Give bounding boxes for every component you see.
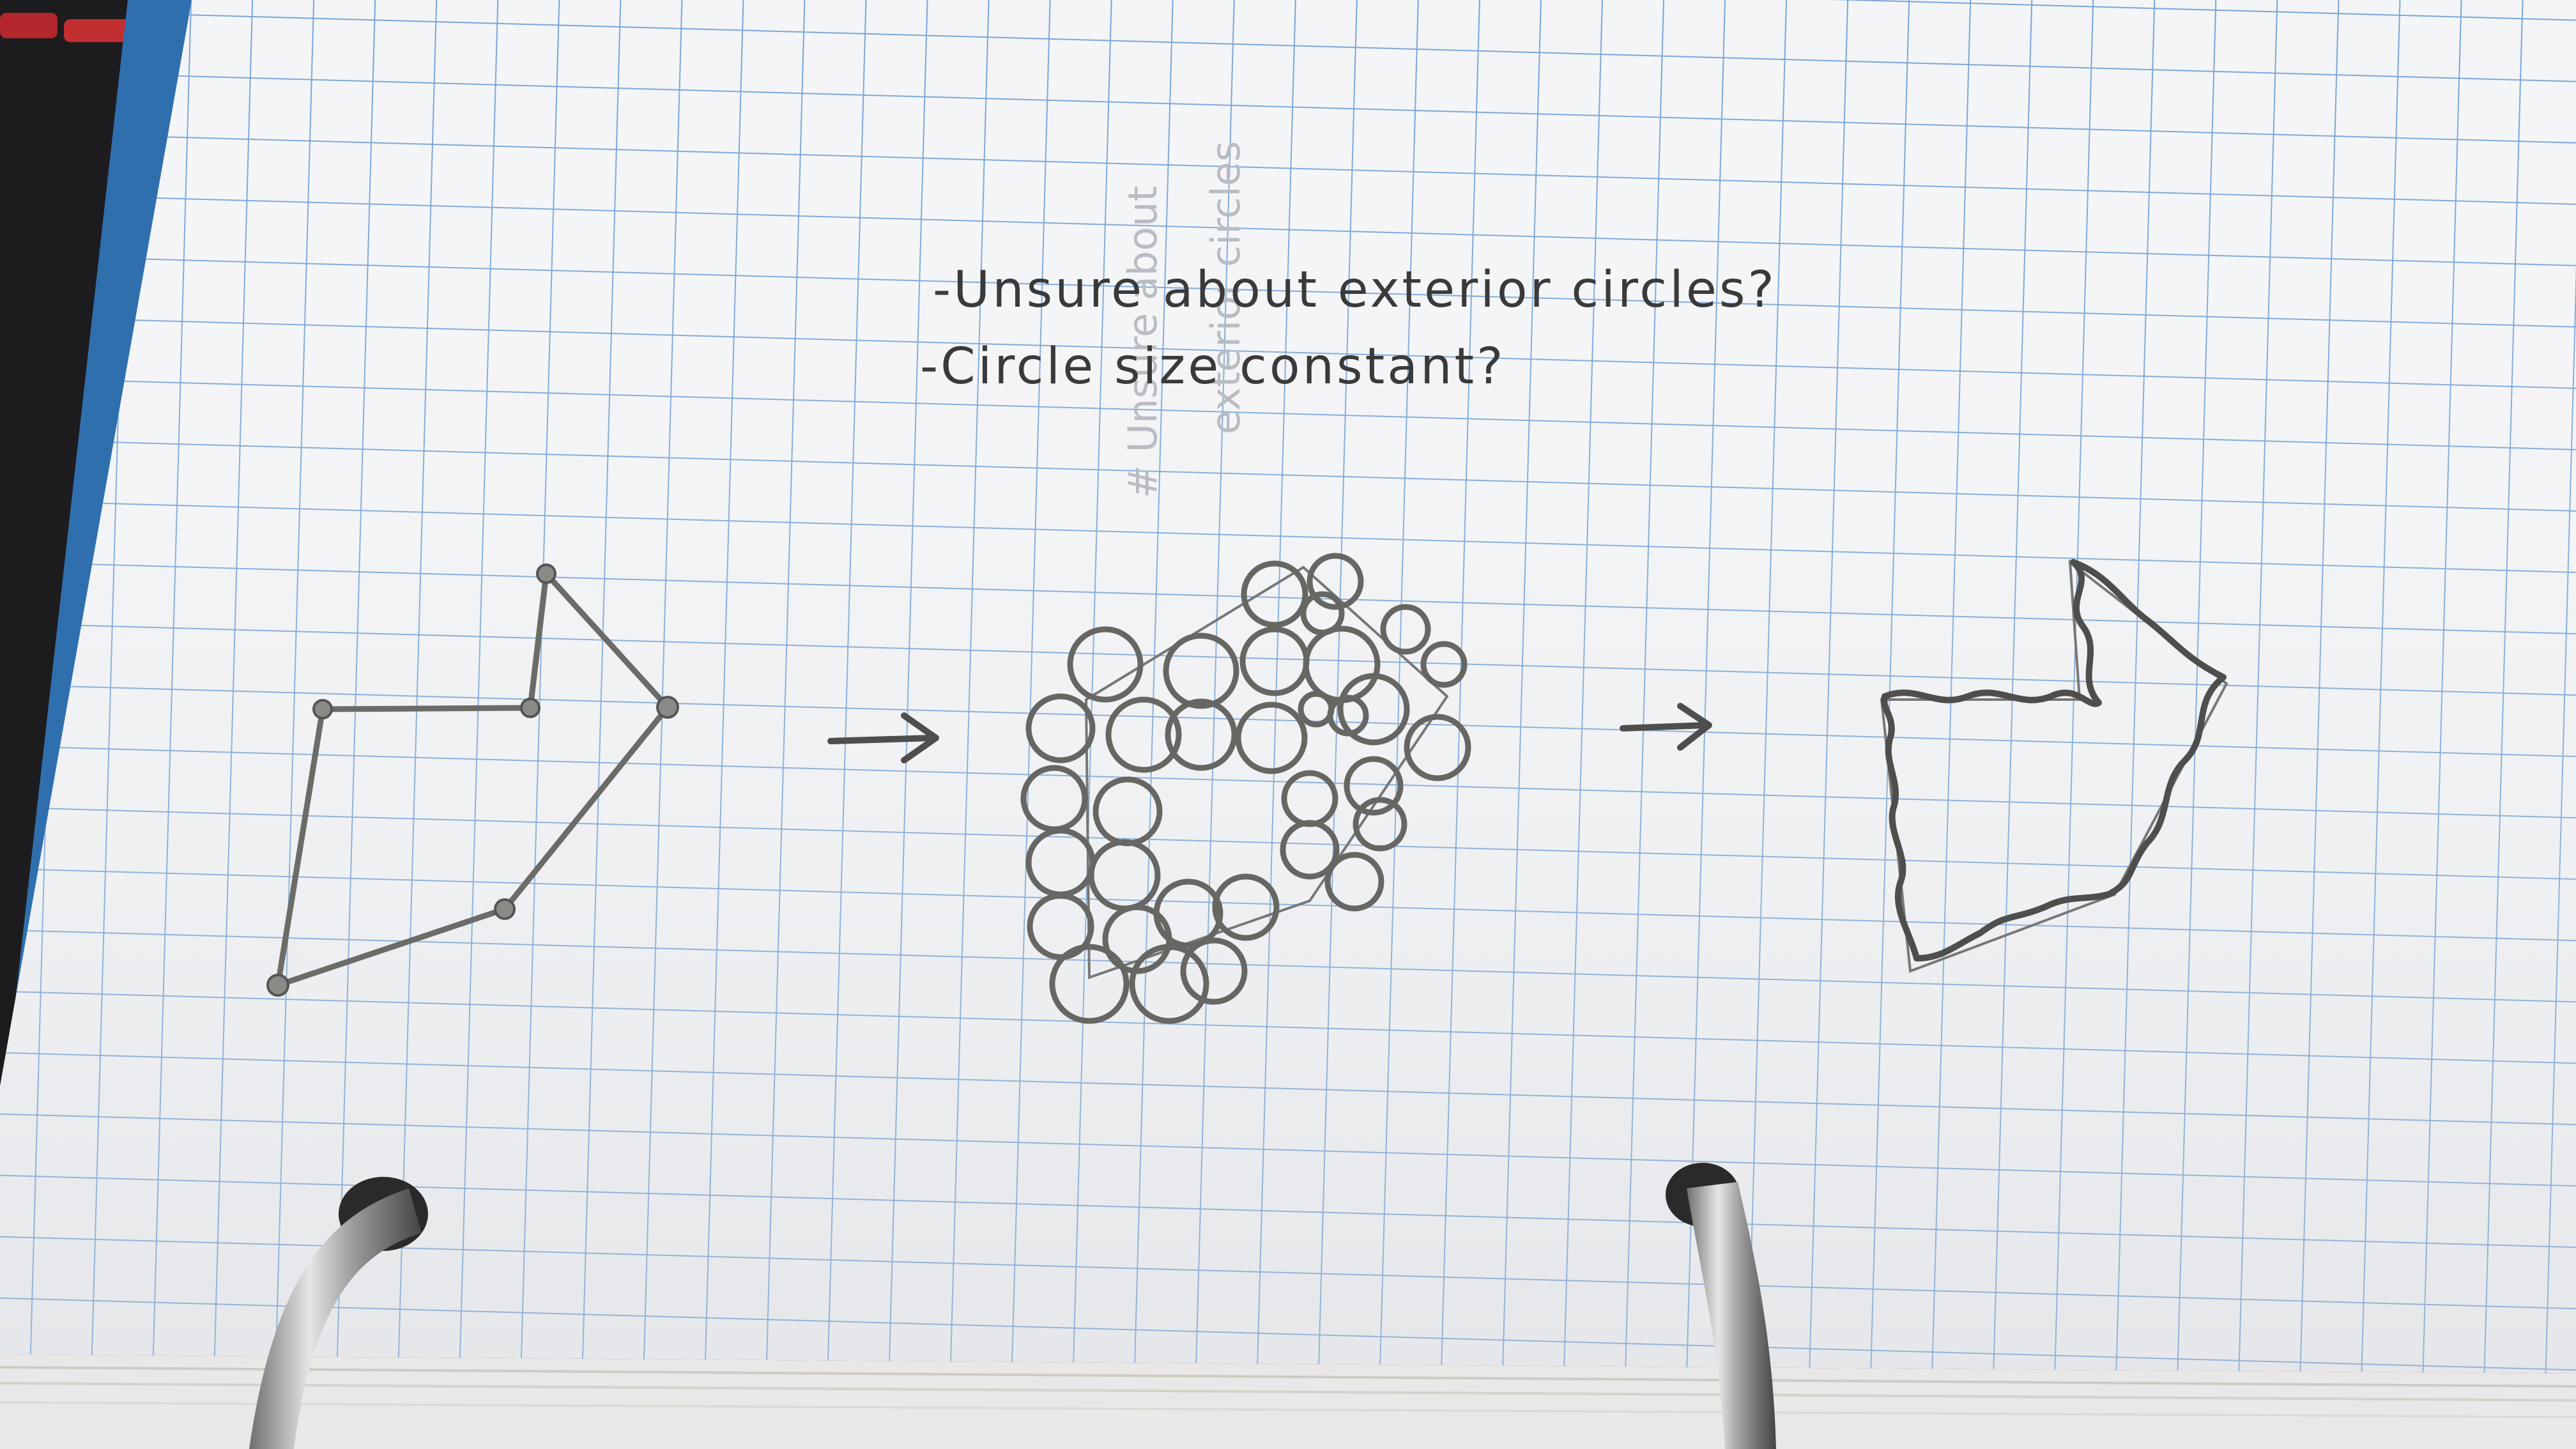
polygon-sketch — [266, 564, 679, 997]
note-circle-size-constant: -Circle size constant? — [920, 338, 1505, 395]
binder-ring-left — [249, 1177, 428, 1449]
binder-ring-right — [1666, 1163, 1776, 1449]
desk-object — [64, 19, 134, 42]
page-stack — [0, 1354, 2576, 1449]
right-arrow-icon — [1620, 703, 1712, 751]
circle-packing-sketch — [1020, 553, 1471, 1024]
grid-paper-sheet — [0, 0, 2576, 1374]
desk-object — [0, 13, 57, 38]
wavy-outline-sketch — [1880, 559, 2228, 973]
note-unsure-exterior-circles: -Unsure about exterior circles? — [933, 261, 1777, 319]
right-arrow-icon — [827, 712, 939, 763]
faint-pencil-notes: # Unsure about exterior circles — [1119, 141, 1249, 498]
faint-note-col1: # Unsure about — [1119, 186, 1166, 498]
faint-note-col2: exterior circles — [1202, 141, 1249, 434]
